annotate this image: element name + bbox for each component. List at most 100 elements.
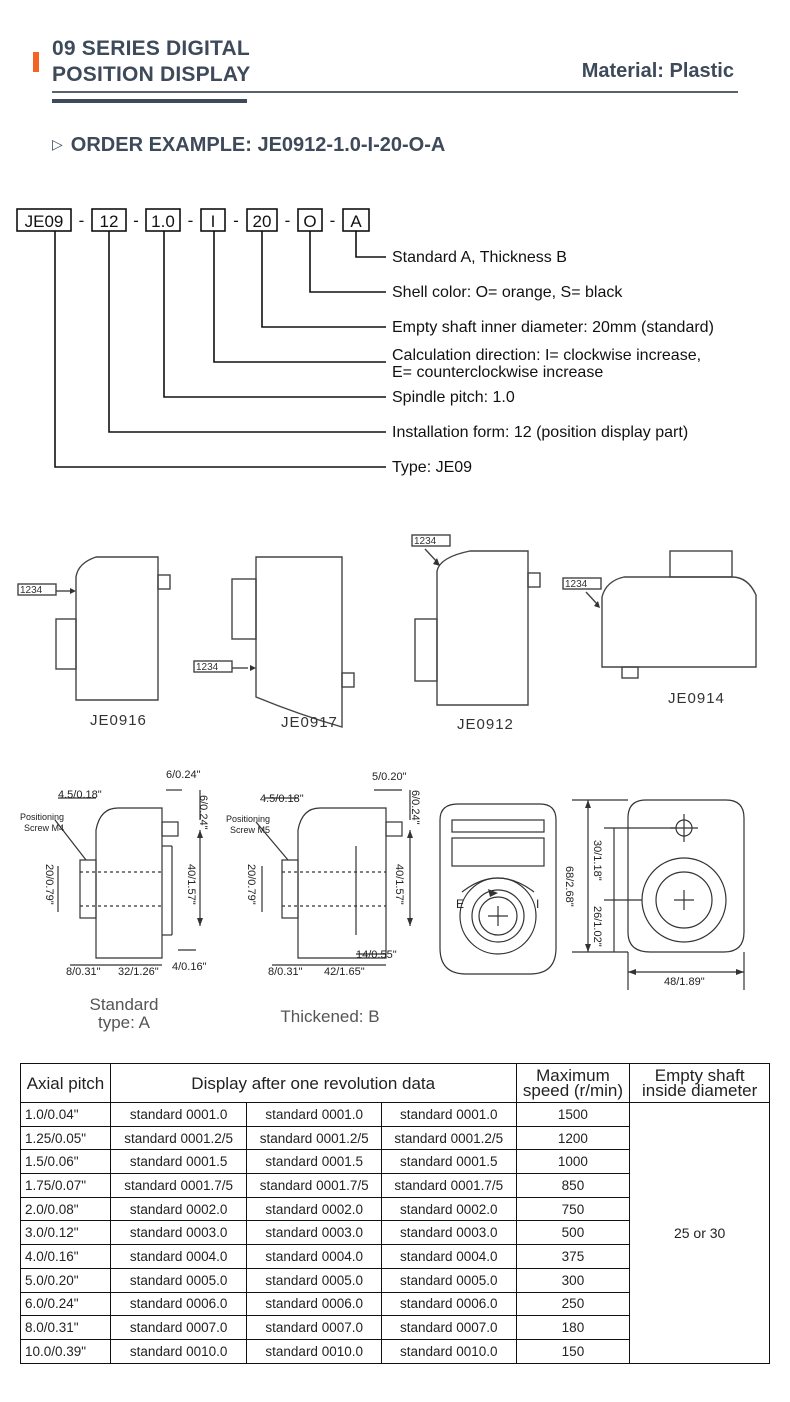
cell-pitch: 3.0/0.12": [20, 1220, 111, 1246]
dim-std-shaft: 20/0.79": [43, 864, 55, 905]
order-code-diagram: JE09 12 1.0 I 20 O A - - - - - - Standar…: [16, 208, 714, 476]
code-box: [200, 208, 226, 232]
standard-side-view: [54, 789, 201, 966]
code-pitch: 1.0: [151, 212, 175, 231]
cell-speed: 300: [515, 1267, 631, 1293]
cell-pitch: 5.0/0.20": [20, 1267, 111, 1293]
table-row: 10.0/0.39" standard 0010.0 standard 0010…: [20, 1338, 770, 1364]
caption-standard: Standard: [90, 995, 159, 1014]
dim-thk-top: 5/0.20": [372, 771, 407, 783]
spec-table: Axial pitch Display after one revolution…: [20, 1063, 770, 1364]
desc-thickness: Standard A, Thickness B: [392, 249, 567, 266]
cell-pitch: 1.25/0.05": [20, 1125, 111, 1151]
code-separator: -: [188, 211, 194, 230]
screw-label-thk-2: Screw M5: [230, 825, 270, 835]
header-max-speed-line1: Maximum: [536, 1066, 610, 1085]
code-separator: -: [285, 211, 291, 230]
cell-display: standard 0001.5: [109, 1149, 248, 1175]
screw-label-std-2: Screw M4: [24, 823, 64, 833]
cell-display: standard 0003.0: [109, 1220, 248, 1246]
je0916-drawing: [17, 556, 171, 701]
cell-display: standard 0001.7/5: [109, 1173, 248, 1198]
dim-std-top: 6/0.24": [166, 769, 201, 781]
cell-display: standard 0001.0: [380, 1102, 517, 1127]
cell-display: standard 0001.0: [109, 1102, 248, 1127]
counter-window-label: 1234: [565, 579, 588, 590]
cell-speed: 375: [515, 1244, 631, 1269]
cell-display: standard 0004.0: [380, 1244, 517, 1269]
model-label-je0917: JE0917: [281, 714, 338, 731]
cell-display: standard 0001.2/5: [380, 1125, 517, 1151]
cell-pitch: 8.0/0.31": [20, 1315, 111, 1340]
table-row: 1.0/0.04" standard 0001.0 standard 0001.…: [20, 1102, 770, 1364]
code-thickness: A: [350, 212, 362, 231]
header-max-speed-line2: speed (r/min): [522, 1081, 623, 1100]
cell-speed: 500: [515, 1220, 631, 1246]
cell-display: standard 0010.0: [109, 1338, 248, 1364]
cell-display: standard 0010.0: [246, 1338, 382, 1364]
title-accent-bar: [33, 52, 39, 72]
cell-pitch: 10.0/0.39": [20, 1338, 111, 1364]
cell-speed: 1000: [515, 1149, 631, 1175]
header-shaft-diameter: Empty shaft inside diameter: [629, 1063, 770, 1103]
direction-i-label: I: [536, 897, 539, 911]
screw-label-std: Positioning: [20, 812, 64, 822]
table-row: 1.25/0.05" standard 0001.2/5 standard 00…: [20, 1125, 770, 1151]
dim-std-body: 32/1.26": [118, 966, 159, 978]
cell-speed: 180: [515, 1315, 631, 1340]
table-row: 1.5/0.06" standard 0001.5 standard 0001.…: [20, 1149, 770, 1175]
cell-display: standard 0006.0: [380, 1291, 517, 1317]
cell-display: standard 0002.0: [246, 1196, 382, 1222]
cell-pitch: 2.0/0.08": [20, 1196, 111, 1222]
caption-standard-2: type: A: [98, 1013, 151, 1032]
cell-pitch: 4.0/0.16": [20, 1244, 111, 1269]
dim-rear-height: 68/2.68": [563, 866, 575, 907]
title-line-1: 09 SERIES DIGITAL: [52, 37, 250, 60]
cell-display: standard 0005.0: [380, 1267, 517, 1293]
table-row: 1.75/0.07" standard 0001.7/5 standard 00…: [20, 1173, 770, 1198]
code-color: O: [303, 212, 316, 231]
header-display-data: Display after one revolution data: [109, 1063, 517, 1103]
cell-display: standard 0003.0: [246, 1220, 382, 1246]
dim-thk-offset: 4.5/0.18": [260, 793, 304, 805]
desc-direction-2: E= counterclockwise increase: [392, 364, 603, 381]
desc-pitch: Spindle pitch: 1.0: [392, 389, 515, 406]
code-diameter: 20: [253, 212, 272, 231]
code-separator: -: [330, 211, 336, 230]
cell-shaft-diameter: 25 or 30: [629, 1102, 770, 1364]
dim-thk-boss: 6/0.24": [409, 790, 421, 825]
caption-thickened: Thickened: B: [280, 1007, 379, 1026]
header-shaft-line2: inside diameter: [642, 1081, 758, 1100]
order-example-heading: ▷ORDER EXAMPLE: JE0912-1.0-I-20-O-A: [52, 134, 445, 157]
counter-window-label: 1234: [196, 662, 219, 673]
cell-speed: 850: [515, 1173, 631, 1198]
counter-window-label: 1234: [20, 585, 43, 596]
page-title: 09 SERIES DIGITAL POSITION DISPLAY: [52, 36, 250, 88]
cell-display: standard 0007.0: [380, 1315, 517, 1340]
dim-thk-height: 40/1.57": [393, 864, 405, 905]
je0912-drawing: [411, 534, 541, 706]
dimension-drawings: 6/0.24" 4.5/0.18" 6/0.24" 20/0.79" 40/1.…: [20, 769, 745, 1032]
title-underline: [52, 99, 247, 103]
rear-view: [572, 799, 745, 990]
counter-window-label: 1234: [414, 536, 437, 547]
desc-type: Type: JE09: [392, 459, 472, 476]
desc-color: Shell color: O= orange, S= black: [392, 284, 623, 301]
triangle-bullet-icon: ▷: [52, 136, 63, 152]
cell-display: standard 0001.2/5: [109, 1125, 248, 1151]
cell-speed: 1500: [515, 1102, 631, 1127]
code-separator: -: [133, 211, 139, 230]
code-direction: I: [211, 212, 216, 231]
table-row: 6.0/0.24" standard 0006.0 standard 0006.…: [20, 1291, 770, 1317]
cell-display: standard 0003.0: [380, 1220, 517, 1246]
je0917-drawing: [193, 556, 355, 728]
cell-display: standard 0001.7/5: [246, 1173, 382, 1198]
dim-thk-body: 42/1.65": [324, 966, 365, 978]
material-label: Material: Plastic: [581, 60, 734, 82]
model-outline-drawings: 1234 1234 1234 1234 JE0916 JE0917 JE0912…: [17, 534, 757, 733]
code-box: [145, 208, 181, 232]
je0914-drawing: [562, 550, 757, 679]
cell-display: standard 0007.0: [246, 1315, 382, 1340]
code-installation: 12: [100, 212, 119, 231]
cell-pitch: 1.75/0.07": [20, 1173, 111, 1198]
